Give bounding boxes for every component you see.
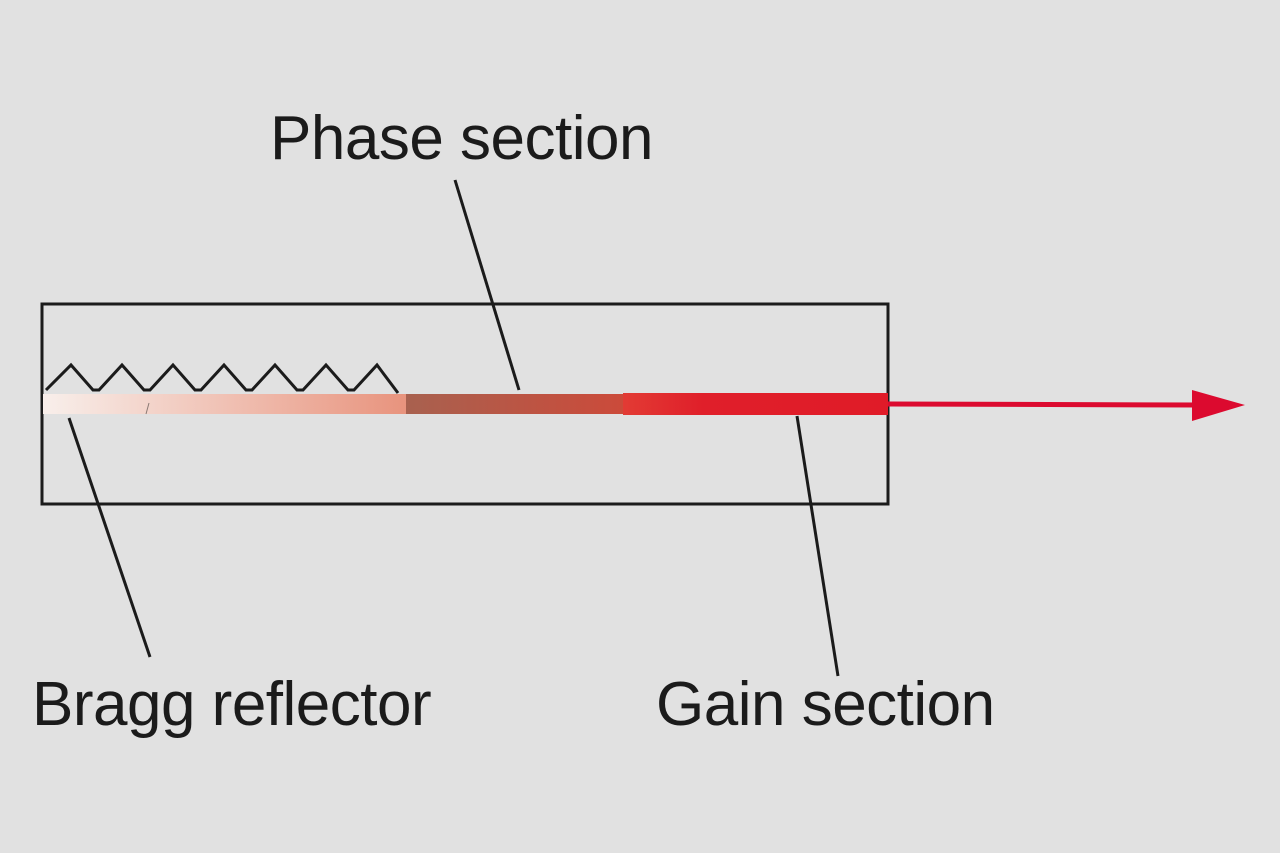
gain-section — [623, 393, 888, 415]
bragg-reflector-section — [43, 394, 407, 414]
gain-leader-line — [795, 415, 840, 677]
gain-section-label: Gain section — [656, 670, 995, 739]
bragg-grating-mark — [145, 402, 150, 415]
bragg-grating-teeth — [44, 362, 400, 394]
output-beam-arrowhead — [1192, 390, 1245, 421]
output-beam — [887, 401, 1201, 408]
bragg-leader-line — [67, 417, 152, 658]
phase-section-label: Phase section — [270, 104, 653, 173]
phase-section — [406, 394, 626, 414]
phase-leader-line — [453, 179, 521, 391]
bragg-reflector-label: Bragg reflector — [32, 670, 432, 739]
